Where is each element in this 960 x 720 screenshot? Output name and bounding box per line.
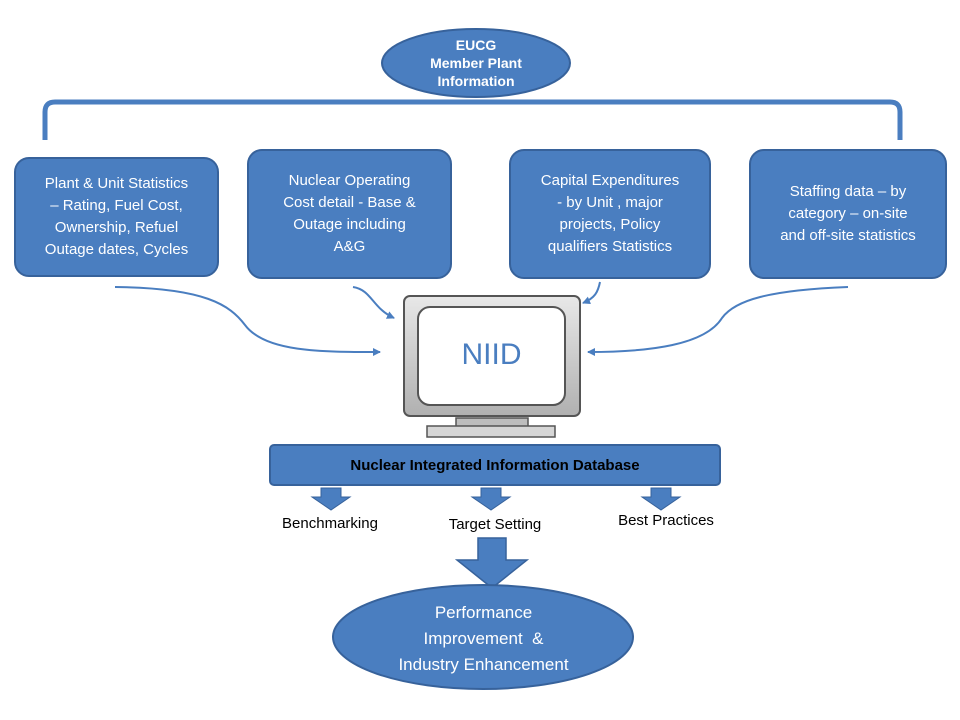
box4-line-1: Staffing data – by	[789, 183, 907, 200]
top-bracket	[42, 99, 903, 140]
arrow-down-target-setting	[470, 487, 512, 511]
niid-label: NIID	[461, 338, 522, 371]
box1-label: Plant & Unit Statistics – Rating, Fuel C…	[15, 158, 218, 276]
arrow-box1-to-niid	[114, 286, 381, 356]
eucg-line-3: Information	[437, 73, 515, 89]
eucg-ellipse-label: EUCG Member Plant Information	[380, 27, 572, 99]
performance-line-1: Performance	[434, 603, 533, 622]
box3-label: Capital Expenditures - by Unit , major p…	[510, 150, 710, 278]
box-capital-expenditures	[509, 149, 711, 279]
box4-line-3: and off-site statistics	[780, 227, 916, 244]
box2-line-3: Outage including	[293, 216, 406, 233]
box1-line-4: Outage dates, Cycles	[44, 241, 189, 258]
box-plant-unit-statistics	[14, 157, 219, 277]
box4-label: Staffing data – by category – on-site an…	[750, 150, 946, 278]
box3-line-2: - by Unit , major	[557, 194, 663, 211]
arrow-box3-to-niid	[582, 281, 601, 304]
eucg-ellipse	[381, 28, 571, 98]
box1-line-3: Ownership, Refuel	[54, 219, 179, 236]
box3-line-3: projects, Policy	[559, 216, 661, 233]
box2-line-1: Nuclear Operating	[288, 172, 411, 189]
box-nuclear-operating-cost	[247, 149, 452, 279]
arrow-down-performance	[454, 537, 530, 589]
arrow-box2-to-niid	[352, 286, 395, 319]
box2-line-2: Cost detail - Base &	[283, 194, 416, 211]
arrow-down-best-practices	[640, 487, 682, 511]
database-bar-label: Nuclear Integrated Information Database	[350, 456, 640, 474]
box3-line-4: qualifiers Statistics	[547, 238, 673, 255]
eucg-line-2: Member Plant	[430, 55, 522, 71]
output-target-setting: Target Setting	[448, 515, 542, 533]
eucg-line-1: EUCG	[455, 37, 497, 53]
performance-ellipse-label: Performance Improvement & Industry Enhan…	[332, 586, 635, 692]
performance-ellipse	[332, 584, 634, 690]
box3-line-1: Capital Expenditures	[540, 172, 680, 189]
box2-line-4: A&G	[333, 238, 366, 255]
box1-line-1: Plant & Unit Statistics	[44, 175, 189, 192]
arrow-box4-to-niid	[587, 286, 849, 356]
box4-line-2: category – on-site	[788, 205, 908, 222]
output-best-practices: Best Practices	[618, 511, 714, 529]
database-bar	[269, 444, 721, 486]
box1-line-2: – Rating, Fuel Cost,	[50, 197, 183, 214]
arrow-down-benchmarking	[310, 487, 352, 511]
output-benchmarking: Benchmarking	[282, 514, 378, 532]
computer-monitor-icon	[403, 295, 581, 438]
performance-line-3: Industry Enhancement	[398, 655, 569, 674]
box2-label: Nuclear Operating Cost detail - Base & O…	[248, 150, 451, 278]
performance-line-2: Improvement &	[423, 629, 544, 648]
box-staffing-data	[749, 149, 947, 279]
